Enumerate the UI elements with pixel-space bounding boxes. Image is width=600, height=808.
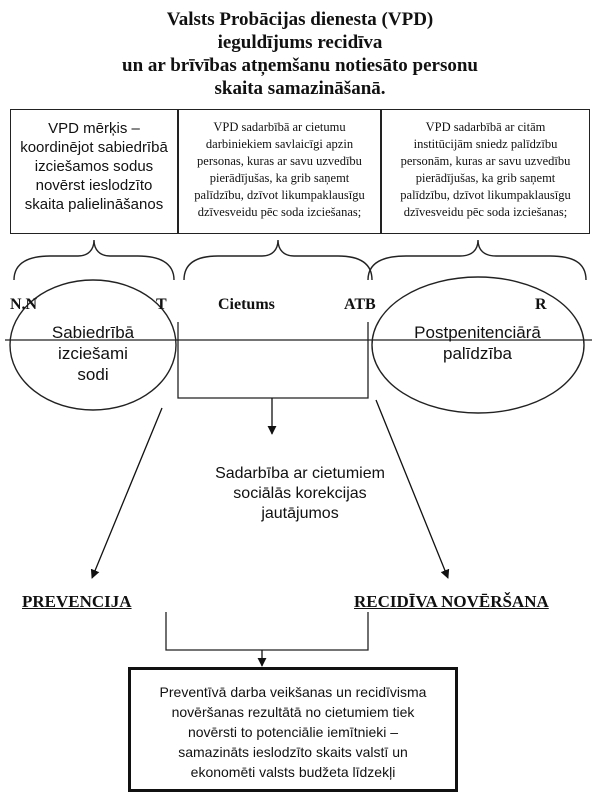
left-oval-line: Sabiedrībā	[51, 323, 135, 342]
middle-text-line: Sadarbība ar cietumiem	[215, 465, 385, 482]
goal-box-line: izciešamos sodus	[34, 158, 154, 175]
diagram-title: Valsts Probācijas dienesta (VPD) ieguldī…	[60, 8, 540, 100]
left-oval-line: izciešami	[58, 344, 128, 363]
institutions-box-line: institūcijām sniedz palīdzību	[413, 137, 558, 151]
right-oval-line: palīdzība	[443, 344, 512, 363]
title-line-1: Valsts Probācijas dienesta (VPD)	[166, 9, 434, 30]
title-line-3: un ar brīvības atņemšanu notiesāto perso…	[122, 55, 478, 76]
title-line-2: ieguldījums recidīva	[217, 32, 383, 53]
middle-text-line: jautājumos	[261, 505, 339, 522]
prison-box-line: personas, kuras ar savu uzvedību	[197, 154, 362, 168]
result-box-line: ekonomēti valsts budžeta līdzekļi	[190, 764, 396, 780]
institutions-cooperation-box: VPD sadarbībā ar citām institūcijām snie…	[381, 109, 590, 234]
goal-box-line: skaita palielināšanos	[24, 196, 164, 213]
result-box: Preventīvā darba veikšanas un recidīvism…	[128, 667, 458, 792]
left-oval-text: Sabiedrībā izciešami sodi	[18, 322, 168, 385]
institutions-box-line: personām, kuras ar savu uzvedību	[400, 154, 571, 168]
result-box-line: Preventīvā darba veikšanas un recidīvism…	[159, 684, 427, 700]
prison-box-line: darbiniekiem savlaicīgi apzin	[205, 137, 354, 151]
prison-box-line: dzīvesveidu pēc soda izciešanas;	[197, 205, 362, 219]
prison-cooperation-box: VPD sadarbībā ar cietumu darbiniekiem sa…	[178, 109, 381, 234]
goal-box-line: VPD mērķis –	[48, 120, 140, 137]
result-box-line: novērsti to potenciālie iemītnieki –	[187, 724, 399, 740]
arrow-to-prevencija	[90, 407, 163, 579]
merge-connector	[165, 612, 369, 651]
right-oval	[371, 276, 585, 414]
prison-box-line: VPD sadarbībā ar cietumu	[213, 120, 346, 134]
left-oval-line: sodi	[77, 365, 109, 384]
label-r: R	[535, 296, 547, 313]
brace-left	[13, 239, 175, 281]
label-atb: ATB	[344, 296, 376, 313]
institutions-box-line: palīdzību, dzīvot likumpaklausīgu	[400, 188, 571, 202]
institutions-box-line: pierādījušas, ka grib saņemt	[415, 171, 556, 185]
institutions-box-line: dzīvesveidu pēc soda izciešanas;	[403, 205, 568, 219]
prevencija-label: PREVENCIJA	[22, 592, 132, 611]
prison-box-line: palīdzību, dzīvot likumpaklausīgu	[194, 188, 365, 202]
brace-right	[367, 239, 587, 281]
right-oval-line: Postpenitenciārā	[414, 323, 541, 342]
result-box-line: samazināts ieslodzīto skaits valstī un	[178, 744, 408, 760]
result-box-line: novēršanas rezultātā no cietumiem tiek	[171, 704, 415, 720]
prison-bracket	[177, 322, 369, 399]
goal-box-line: novērst ieslodzīto	[35, 177, 153, 194]
prison-box-line: pierādījušas, ka grib saņemt	[209, 171, 350, 185]
arrow-to-recidiva	[375, 399, 450, 579]
title-line-4: skaita samazināšanā.	[214, 78, 386, 99]
recidiva-label: RECIDĪVA NOVĒRŠANA	[354, 592, 549, 611]
left-oval	[9, 279, 177, 411]
label-t: T	[156, 296, 167, 313]
goal-box: VPD mērķis – koordinējot sabiedrībā izci…	[10, 109, 178, 234]
prison-cooperation-text: Sadarbība ar cietumiem sociālās korekcij…	[180, 464, 420, 524]
label-nn: N.N	[10, 296, 38, 313]
institutions-box-line: VPD sadarbībā ar citām	[425, 120, 546, 134]
middle-text-line: sociālās korekcijas	[233, 485, 367, 502]
brace-middle	[183, 239, 373, 281]
label-cietums: Cietums	[218, 296, 275, 313]
goal-box-line: koordinējot sabiedrībā	[20, 139, 168, 156]
right-oval-text: Postpenitenciārā palīdzība	[385, 322, 570, 364]
